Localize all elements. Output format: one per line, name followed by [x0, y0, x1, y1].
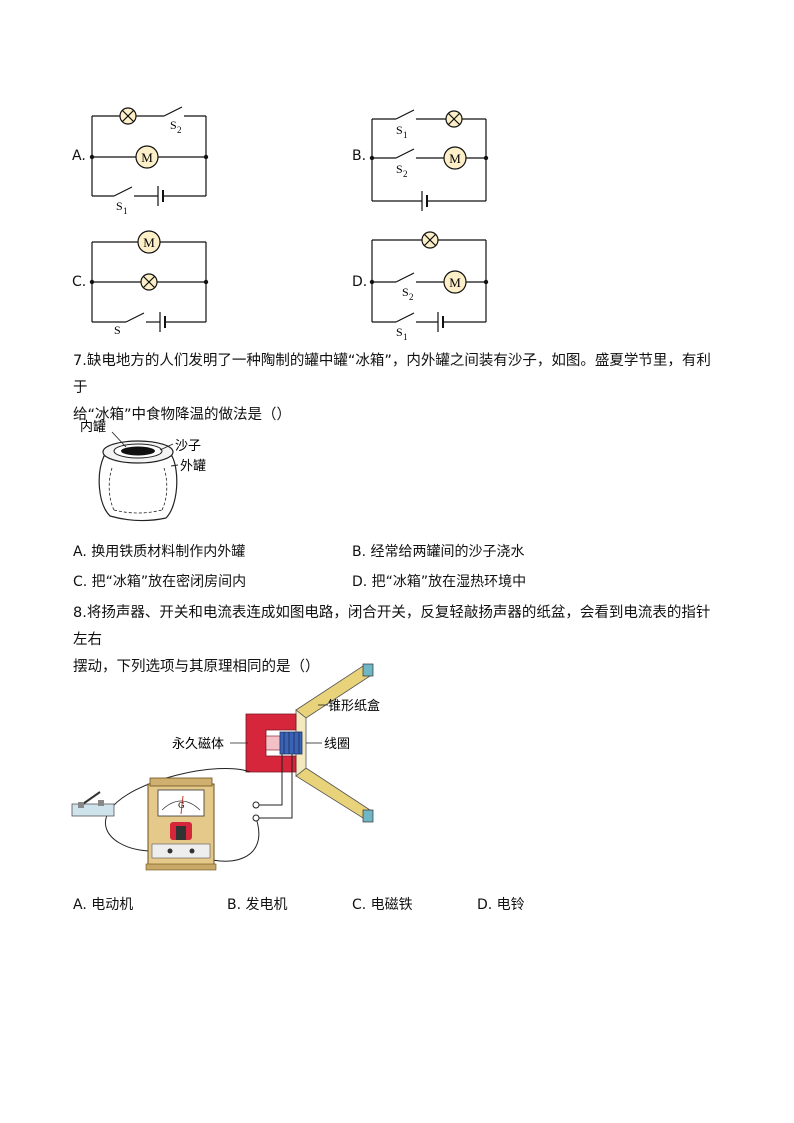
circuit-option-d: D. M S 2 S 1 [346, 228, 506, 340]
svg-text:S: S [396, 325, 403, 339]
knife-switch-icon [71, 791, 115, 817]
switch-s1 [395, 109, 415, 120]
pot-illustration: 内罐 沙子 外罐 [80, 419, 206, 522]
svg-text:S: S [396, 162, 403, 176]
circuit-diagram: M S 1 S 2 [369, 109, 489, 211]
galvanometer-icon: G [145, 777, 217, 871]
inner-pot-label: 内罐 [80, 419, 106, 435]
meter-symbol: G [178, 801, 184, 810]
svg-text:S: S [170, 118, 177, 132]
switch-s1 [113, 186, 133, 197]
q7-option-d[interactable]: D. 把“冰箱”放在湿热环境中 [352, 574, 527, 590]
svg-text:S: S [402, 285, 409, 299]
coil-label: 线圈 [324, 737, 350, 752]
svg-text:1: 1 [403, 332, 408, 340]
option-letter: D. [352, 274, 368, 290]
speaker-illustration: 锥形纸盒 永久磁体 线圈 G [71, 663, 380, 871]
svg-text:S: S [396, 123, 403, 137]
option-letter: B. [352, 148, 367, 164]
question-7-line-1: 7.缺电地方的人们发明了一种陶制的罐中罐“冰箱”，内外罐之间装有沙子，如图。盛夏… [73, 353, 711, 396]
motor-label: M [143, 235, 155, 250]
motor-label: M [449, 275, 461, 290]
circuit-option-b: B. M S 1 S 2 [346, 98, 506, 214]
question-7: 7.缺电地方的人们发明了一种陶制的罐中罐“冰箱”，内外罐之间装有沙子，如图。盛夏… [73, 348, 723, 429]
switch-s [125, 312, 145, 323]
speaker-circuit-figure: 锥形纸盒 永久磁体 线圈 G [70, 660, 410, 885]
switch-s2 [395, 272, 415, 283]
sand-label: 沙子 [175, 439, 201, 454]
svg-text:2: 2 [409, 292, 414, 302]
q8-option-b[interactable]: B. 发电机 [227, 897, 288, 913]
svg-text:2: 2 [177, 125, 182, 135]
q8-option-a[interactable]: A. 电动机 [73, 897, 134, 913]
question-7-line-2: 给“冰箱”中食物降温的做法是（） [73, 407, 292, 423]
question-8-line-2: 摆动，下列选项与其原理相同的是（） [73, 659, 320, 675]
circuit-option-c: C. M S [66, 228, 226, 338]
switch-s2 [163, 106, 183, 117]
pot-in-pot-figure: 内罐 沙子 外罐 [74, 414, 234, 524]
motor-label: M [449, 151, 461, 166]
circuit-option-a: A. M S 2 S 1 [66, 98, 226, 214]
q7-option-c[interactable]: C. 把“冰箱”放在密闭房间内 [73, 574, 247, 590]
cone-label: 锥形纸盒 [328, 698, 380, 714]
svg-text:S: S [116, 199, 123, 213]
switch-s1 [395, 312, 415, 323]
q8-option-d[interactable]: D. 电铃 [477, 897, 525, 913]
q7-option-b[interactable]: B. 经常给两罐间的沙子浇水 [352, 544, 525, 560]
switch-s2 [395, 148, 415, 159]
motor-label: M [141, 150, 153, 165]
svg-text:1: 1 [403, 130, 408, 140]
outer-pot-label: 外罐 [180, 459, 206, 474]
circuit-diagram: M S [89, 230, 209, 337]
option-letter: A. [72, 148, 86, 164]
svg-text:S: S [114, 323, 121, 337]
svg-text:2: 2 [403, 169, 408, 179]
question-8: 8.将扬声器、开关和电流表连成如图电路，闭合开关，反复轻敲扬声器的纸盆，会看到电… [73, 600, 723, 681]
circuit-diagram: M S 2 S 1 [89, 106, 209, 214]
q8-option-c[interactable]: C. 电磁铁 [352, 897, 413, 913]
magnet-label: 永久磁体 [172, 737, 224, 752]
circuit-diagram: M S 2 S 1 [369, 231, 489, 340]
question-8-line-1: 8.将扬声器、开关和电流表连成如图电路，闭合开关，反复轻敲扬声器的纸盆，会看到电… [73, 605, 711, 648]
svg-text:1: 1 [123, 206, 128, 214]
q7-option-a[interactable]: A. 换用铁质材料制作内外罐 [73, 544, 246, 560]
option-letter: C. [72, 274, 87, 290]
